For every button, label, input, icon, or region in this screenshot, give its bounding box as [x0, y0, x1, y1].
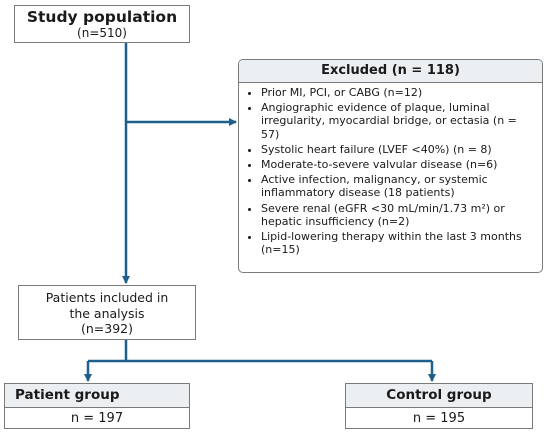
- included-title-line2: the analysis: [69, 305, 145, 321]
- exclusion-item: Systolic heart failure (LVEF <40%) (n = …: [261, 143, 538, 156]
- included-title-line1: Patients included in: [45, 290, 169, 305]
- study-population-box: Study population (n=510): [14, 5, 190, 43]
- patient-group-count: n = 197: [70, 411, 124, 426]
- exclusion-item: Lipid-lowering therapy within the last 3…: [261, 230, 538, 256]
- exclusion-criteria-list: Prior MI, PCI, or CABG (n=12) Angiograph…: [239, 86, 542, 256]
- excluded-title: Excluded (n = 118): [239, 60, 542, 83]
- excluded-box: Excluded (n = 118) Prior MI, PCI, or CAB…: [238, 59, 543, 273]
- control-group-box: Control group n = 195: [345, 383, 533, 429]
- exclusion-item: Angiographic evidence of plaque, luminal…: [261, 101, 538, 141]
- study-population-count: (n=510): [77, 26, 127, 40]
- included-count: (n=392): [80, 321, 133, 336]
- exclusion-item: Severe renal (eGFR <30 mL/min/1.73 m²) o…: [261, 202, 538, 228]
- patient-group-title: Patient group: [5, 384, 189, 408]
- exclusion-item: Moderate-to-severe valvular disease (n=6…: [261, 158, 538, 171]
- control-group-title: Control group: [346, 384, 532, 408]
- control-group-count: n = 195: [412, 411, 466, 426]
- exclusion-item: Prior MI, PCI, or CABG (n=12): [261, 86, 538, 99]
- exclusion-item: Active infection, malignancy, or systemi…: [261, 173, 538, 199]
- included-box: Patients included in the analysis (n=392…: [18, 285, 196, 340]
- patient-group-box: Patient group n = 197: [4, 383, 190, 429]
- study-population-title: Study population: [26, 8, 178, 26]
